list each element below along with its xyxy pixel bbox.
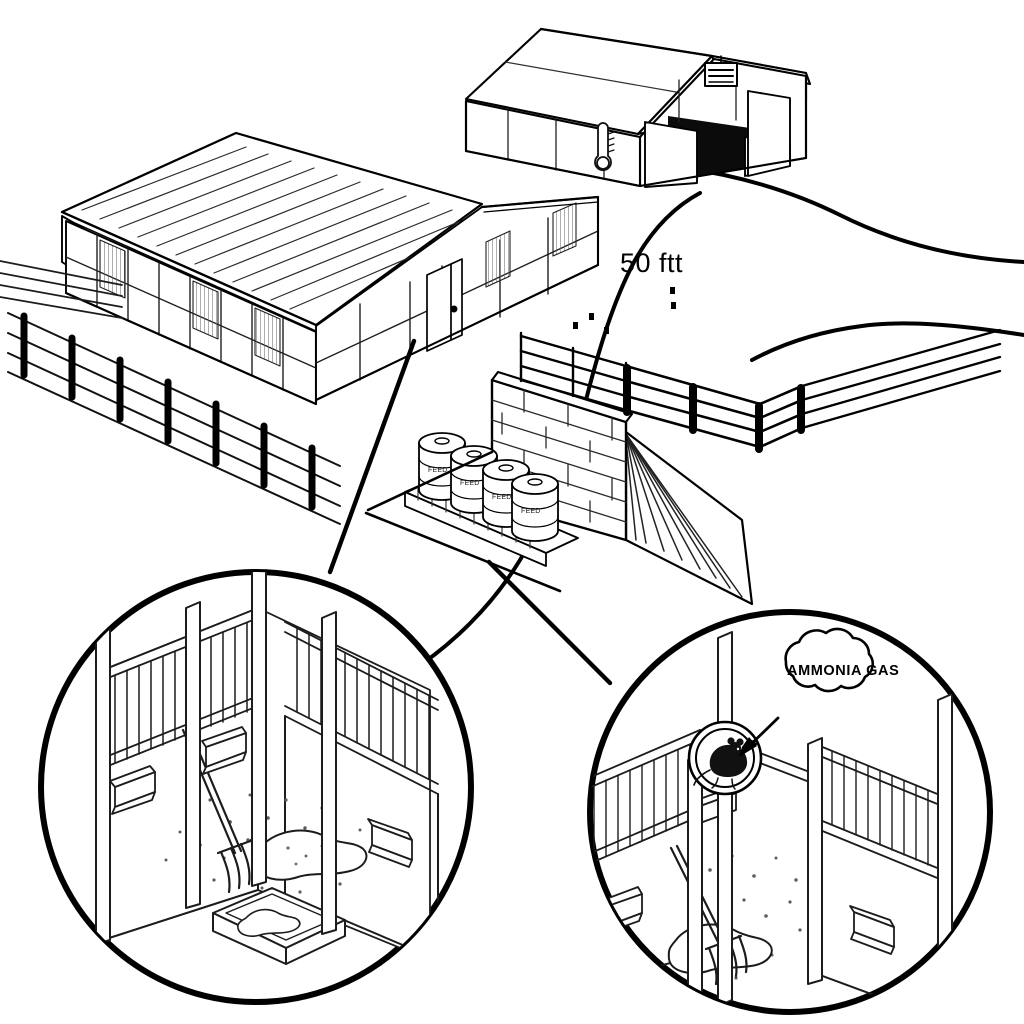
- barrel-label: FEED: [521, 508, 540, 515]
- fence-far-right: [800, 328, 1002, 430]
- fence-right: [624, 364, 804, 449]
- detail-circle-right: [587, 609, 993, 1015]
- thermometer-icon: [594, 122, 615, 172]
- ammonia-arrow: [739, 716, 780, 757]
- muck-tray: [212, 887, 346, 965]
- storage-barn: [464, 27, 812, 188]
- main-barn: [60, 131, 600, 406]
- ammonia-gas-cloud: [784, 627, 874, 693]
- rodent-warning-badge: [687, 720, 763, 796]
- roof-ribs: [81, 146, 479, 310]
- ground-slab-edges: [364, 450, 562, 593]
- detail-circle-left: [38, 569, 474, 1005]
- retaining-wall-area: [490, 328, 1002, 606]
- feed-trough: [201, 726, 247, 775]
- feed-trough: [849, 905, 895, 955]
- fence-left-upper: [0, 260, 123, 319]
- rodent-icon: [693, 737, 748, 790]
- distance-label: 50 ftt: [620, 248, 684, 278]
- stall-rails-right: [284, 621, 439, 795]
- barn-person-door: [426, 258, 463, 352]
- ammonia-gas-label: AMMONIA GAS: [787, 663, 900, 679]
- distance-dotted-line: [573, 287, 676, 334]
- ramp-hatching: [625, 433, 743, 598]
- stall-post: [687, 631, 953, 1012]
- barn-vent-panels: [100, 240, 280, 366]
- stall-post: [95, 572, 337, 945]
- leader-lines: [327, 338, 613, 686]
- barrel-label: FEED: [460, 480, 479, 487]
- gable-vent-icon: [704, 55, 738, 87]
- feed-trough: [367, 818, 413, 868]
- fence-front-main: [7, 312, 341, 525]
- barrel: FEED: [511, 473, 559, 542]
- feed-trough: [109, 765, 156, 815]
- feed-barrel-stack: FEED FEED FEED: [404, 432, 579, 567]
- barrel-label: FEED: [492, 494, 511, 501]
- barrel-label: FEED: [428, 467, 447, 474]
